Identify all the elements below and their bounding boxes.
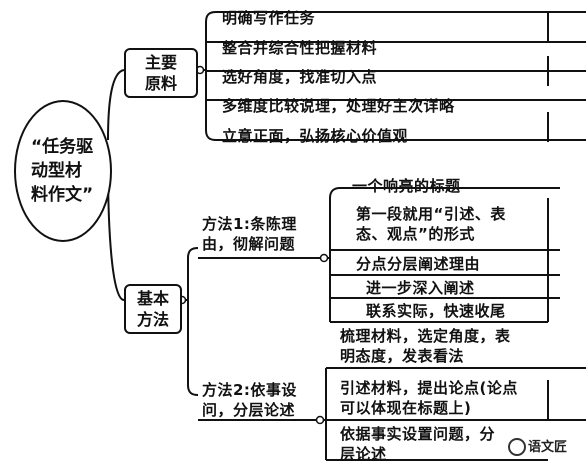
list-item: 整合并综合性把握材料 [222,39,378,57]
branch-basic-methods: 基本方法 [124,284,182,334]
list-item: 进一步深入阐述 [366,279,475,297]
list-item: 依据事实设置问题，分层论述 [340,425,496,463]
wechat-icon [508,438,526,456]
list-item: 选好角度，找准切入点 [222,68,378,86]
root-topic: “任务驱动型材料作文” [14,100,112,242]
watermark: 语文匠 [528,440,568,455]
list-item: 立意正面，弘扬核心价值观 [222,127,409,145]
list-item: 联系实际，快速收尾 [366,302,506,320]
list-item: 分点分层阐述理由 [356,255,481,273]
list-item: 明确写作任务 [222,9,316,27]
branch-label: 主要原料 [144,53,177,93]
root-label: “任务驱动型材料作文” [31,137,94,205]
list-item: 引述材料，提出论点(论点可以体现在标题上) [340,379,518,417]
branch-label: 基本方法 [136,289,169,329]
method-label: 方法2:依事设问，分层论述 [202,381,297,419]
list-item: 第一段就用“引述、表态、观点”的形式 [356,205,506,243]
branch-main-materials: 主要原料 [124,48,198,98]
list-item: 一个响亮的标题 [352,177,461,195]
list-item: 梳理材料，选定角度，表明态度，发表看法 [340,327,511,365]
list-item: 多维度比较说理，处理好主次详略 [222,97,455,115]
method-label: 方法1:条陈理由，彻解问题 [202,215,297,253]
